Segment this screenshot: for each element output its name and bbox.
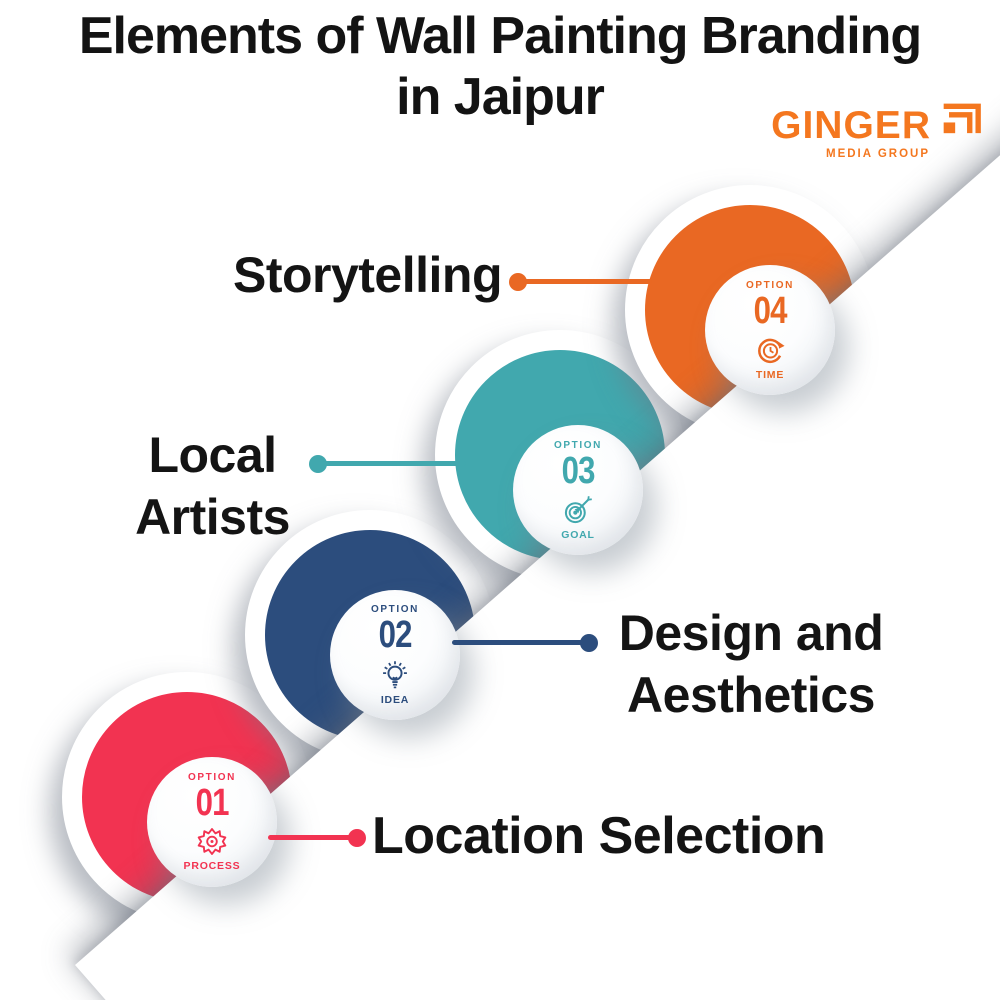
option-02-icon-label: IDEA — [380, 694, 410, 706]
option-03-icon-label: GOAL — [561, 528, 595, 541]
option-03-kicker: OPTION — [554, 439, 602, 451]
connector-line-04 — [522, 279, 652, 284]
connector-dot-03 — [309, 455, 327, 473]
brand-logo-row: GINGER — [758, 103, 982, 147]
label-local-line2: Artists — [135, 489, 290, 545]
option-01-kicker: OPTION — [188, 772, 236, 783]
label-local-line1: Local — [148, 427, 277, 483]
option-03-number: 03 — [561, 449, 595, 492]
option-04-ball: OPTION 04 TIME — [705, 265, 835, 395]
brand-name: GINGER — [771, 104, 931, 147]
clock-refresh-icon — [754, 330, 787, 366]
connector-dot-02 — [580, 634, 598, 652]
option-02-kicker: OPTION — [371, 604, 419, 615]
label-location-selection: Location Selection — [372, 804, 826, 868]
connector-line-01 — [268, 835, 356, 840]
option-04-number: 04 — [753, 289, 787, 332]
label-storytelling-line1: Storytelling — [232, 247, 503, 303]
option-01-ball: OPTION 01 PROCESS — [147, 757, 277, 887]
brand-logo: GINGER MEDIA GROUP — [758, 103, 982, 160]
connector-line-02 — [452, 640, 590, 645]
option-03-ball: OPTION 03 GOAL — [513, 425, 643, 555]
stacked-corners-icon — [936, 100, 982, 143]
option-01-icon-label: PROCESS — [183, 860, 241, 872]
label-design-line1: Design and — [618, 605, 884, 661]
target-icon — [561, 490, 595, 526]
page-title-line1: Elements of Wall Painting Branding — [78, 7, 922, 65]
label-location-selection-line1: Location Selection — [372, 807, 826, 865]
option-01-number: 01 — [195, 782, 229, 824]
label-local-artists: Local Artists — [80, 424, 345, 548]
label-design-line2: Aesthetics — [627, 667, 875, 723]
page-title: Elements of Wall Painting Branding in Ja… — [0, 6, 1000, 128]
connector-line-03 — [322, 461, 466, 466]
option-02-number: 02 — [378, 614, 412, 656]
connector-dot-01 — [348, 829, 366, 847]
lightbulb-icon — [379, 654, 411, 691]
connector-dot-04 — [509, 273, 527, 291]
page-title-line2: in Jaipur — [396, 67, 605, 126]
option-04-icon-label: TIME — [755, 368, 785, 381]
gear-icon — [196, 822, 228, 857]
option-02-ball: OPTION 02 IDEA — [330, 590, 460, 720]
option-04-kicker: OPTION — [746, 279, 794, 291]
label-storytelling: Storytelling — [120, 244, 503, 306]
label-design-and-aesthetics: Design and Aesthetics — [592, 602, 910, 726]
brand-tagline: MEDIA GROUP — [826, 148, 930, 160]
